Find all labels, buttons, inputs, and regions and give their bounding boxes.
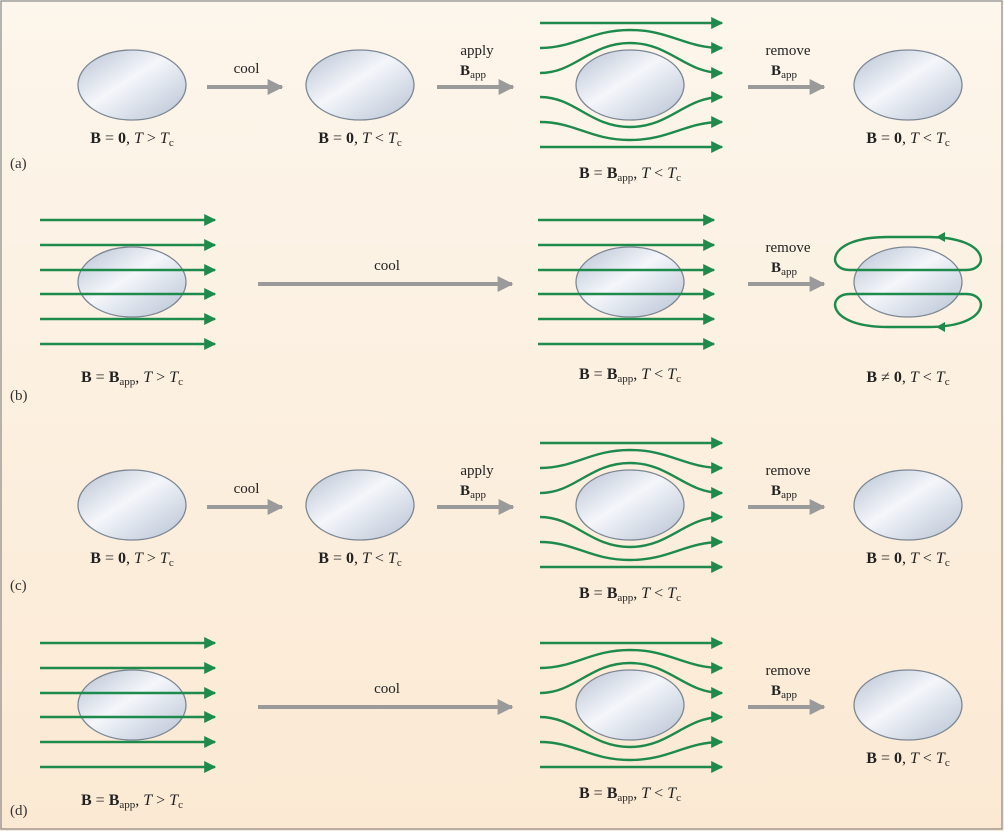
superconductor-sample [853, 469, 963, 541]
process-remove-field-label: Bapp [771, 483, 797, 501]
sample-state: B = 0, T < Tc [853, 469, 963, 569]
trapped-field-loop-2 [833, 292, 983, 329]
process-cool-label: cool [234, 481, 260, 497]
sample-state: B = 0, T > Tc [77, 49, 187, 149]
field-line-2 [539, 28, 724, 54]
superconductor-sample [575, 669, 685, 741]
state-caption: B = 0, T < Tc [318, 130, 402, 149]
field-line-3 [539, 661, 724, 699]
superconductor-sample [853, 49, 963, 121]
process-cool-label: cool [374, 258, 400, 274]
sample-state: B = Bapp, T < Tc [539, 637, 724, 804]
panel-label: (b) [10, 388, 28, 404]
panel-c: (c) B = 0, T > Tc B = 0, T < Tc B = Bapp, T… [10, 437, 963, 604]
panel-label: (a) [10, 156, 27, 172]
state-caption: B = Bapp, T < Tc [579, 585, 681, 604]
state-caption: B = 0, T < Tc [866, 750, 950, 769]
superconductor-sample [575, 246, 685, 318]
sample-state: B = 0, T < Tc [305, 49, 415, 149]
sample-state: B = Bapp, T < Tc [539, 17, 724, 184]
panel-a: (a) B = 0, T > Tc B = 0, T < Tc B = Bapp, T… [10, 17, 963, 184]
field-line-4 [539, 711, 724, 749]
field-line-4 [539, 511, 724, 549]
state-caption: B = 0, T < Tc [866, 550, 950, 569]
field-line-5 [539, 536, 724, 562]
field-line-5 [539, 736, 724, 762]
process-remove-label: remove [766, 463, 811, 479]
process-remove-field-label: Bapp [771, 683, 797, 701]
process-step: cool [207, 481, 284, 515]
superconductor-sample [575, 49, 685, 121]
superconductor-sample [305, 469, 415, 541]
state-caption: B ≠ 0, T < Tc [866, 369, 949, 388]
superconductor-sample [853, 246, 963, 318]
state-caption: B = 0, T < Tc [866, 130, 950, 149]
superconductor-sample [575, 469, 685, 541]
sample-state: B = 0, T < Tc [305, 469, 415, 569]
trapped-field-loop-arrowhead-1 [936, 232, 945, 242]
process-remove-field-label: Bapp [771, 63, 797, 81]
process-remove-field-label: Bapp [771, 260, 797, 278]
field-line-5 [539, 116, 724, 142]
field-line-3 [539, 41, 724, 79]
trapped-field-loop-1 [833, 235, 983, 272]
sample-state: B = 0, T < Tc [853, 49, 963, 149]
state-caption: B = Bapp, T < Tc [579, 785, 681, 804]
state-caption: B = Bapp, T > Tc [81, 792, 183, 811]
sample-state: B = Bapp, T > Tc [40, 637, 217, 811]
process-apply-field-label: Bapp [460, 483, 486, 501]
process-remove-label: remove [766, 240, 811, 256]
superconductor-sample [77, 49, 187, 121]
process-remove-label: remove [766, 43, 811, 59]
process-step: cool [207, 61, 284, 95]
superconductor-sample [305, 49, 415, 121]
process-cool-label: cool [374, 681, 400, 697]
superconductor-sample [77, 669, 187, 741]
state-caption: B = 0, T > Tc [90, 130, 174, 149]
process-step: cool [258, 681, 514, 715]
sample-state: B = 0, T < Tc [853, 669, 963, 769]
state-caption: B = Bapp, T > Tc [81, 369, 183, 388]
trapped-field-loop-arrowhead-2 [936, 322, 945, 332]
superconductor-sample [77, 246, 187, 318]
process-cool-label: cool [234, 61, 260, 77]
sample-state: B ≠ 0, T < Tc [833, 232, 983, 388]
state-caption: B = 0, T > Tc [90, 550, 174, 569]
process-apply-field-label: Bapp [460, 63, 486, 81]
sample-state: B = Bapp, T < Tc [539, 437, 724, 604]
panel-d: (d) B = Bapp, T > Tc B = Bapp, T < Tc B = 0… [10, 637, 963, 819]
sample-state: B = Bapp, T < Tc [538, 214, 716, 385]
process-remove-label: remove [766, 663, 811, 679]
panel-label: (c) [10, 578, 27, 594]
sample-state: B = Bapp, T > Tc [40, 214, 217, 388]
field-line-4 [539, 91, 724, 129]
field-line-2 [539, 648, 724, 674]
panel-label: (d) [10, 803, 28, 819]
panel-b: (b) B = Bapp, T > Tc B = Bapp, T < Tc B ≠ 0… [10, 214, 983, 404]
state-caption: B = Bapp, T < Tc [579, 366, 681, 385]
state-caption: B = 0, T < Tc [318, 550, 402, 569]
field-line-3 [539, 461, 724, 499]
superconductor-sample [77, 469, 187, 541]
process-apply-label: apply [460, 463, 494, 479]
process-apply-label: apply [460, 43, 494, 59]
superconductor-sample [853, 669, 963, 741]
state-caption: B = Bapp, T < Tc [579, 165, 681, 184]
process-step: cool [258, 258, 514, 292]
sample-state: B = 0, T > Tc [77, 469, 187, 569]
field-line-2 [539, 448, 724, 474]
